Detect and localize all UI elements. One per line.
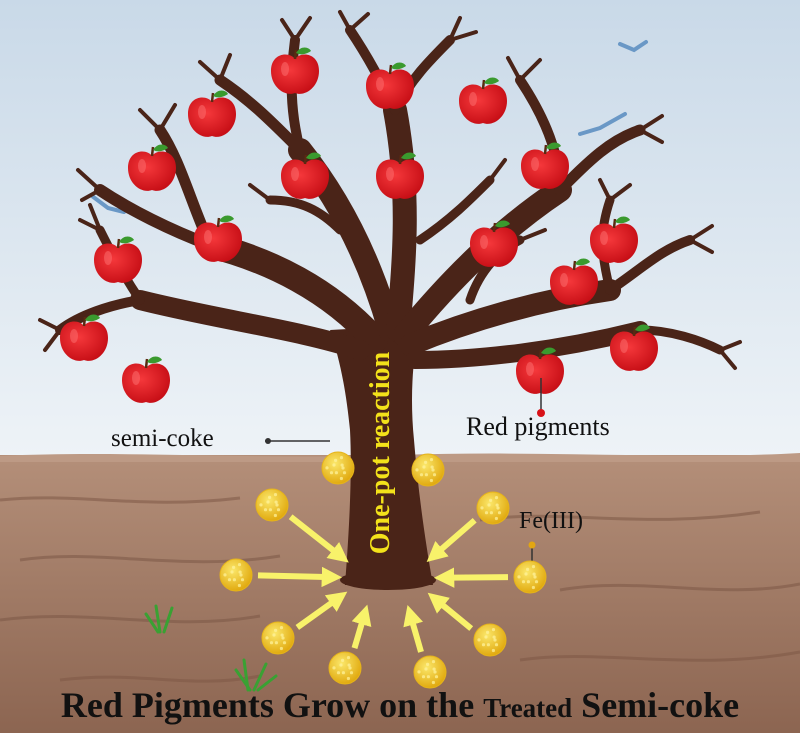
apple-icon [271, 47, 319, 94]
apple-icon [366, 62, 414, 109]
arrow-icon [351, 604, 372, 649]
arrow-icon [257, 566, 343, 588]
fe-particle-icon [321, 451, 355, 485]
arrow-icon [426, 517, 477, 563]
semi-coke-label: semi-coke [111, 425, 214, 452]
bird-icon [90, 40, 648, 214]
arrow-icon [403, 604, 424, 653]
arrow-icon-group [257, 514, 509, 653]
apple-icon [94, 236, 142, 283]
red-pigment-apples [60, 47, 658, 403]
fe-particle-icon [473, 623, 507, 657]
fe-particle-icon [219, 558, 253, 592]
arrow-icon [433, 567, 509, 588]
one-pot-reaction-text: One-pot reaction [365, 351, 396, 555]
soil-furrows [0, 496, 800, 683]
arrow-icon [295, 591, 348, 630]
title-part-1: Red Pigments Grow on the [60, 685, 475, 725]
apple-icon [516, 347, 564, 394]
apple-icon [60, 314, 108, 361]
fe-particle-icon [413, 655, 447, 689]
fe-particle-icon [411, 453, 445, 487]
grass-icon [144, 604, 278, 692]
fe-particle-icon [328, 651, 362, 685]
fe-particle-icon [476, 491, 510, 525]
apple-icon [521, 142, 569, 189]
apple-icon [610, 324, 658, 371]
figure-title: Red Pigments Grow on the Treated Semi-co… [0, 684, 800, 726]
apple-icon [590, 216, 638, 263]
title-part-3: Semi-coke [581, 685, 740, 725]
fe-particle-icon [261, 621, 295, 655]
apple-icon [550, 258, 598, 305]
apple-icon [459, 77, 507, 124]
arrow-icon [427, 592, 474, 631]
fe-particle-group [219, 451, 547, 689]
apple-icon [376, 152, 424, 199]
apple-icon [194, 215, 242, 262]
fe-particle-icon [513, 560, 547, 594]
apple-icon [122, 356, 170, 403]
apple-icon [128, 144, 176, 191]
fe-particle-icon [255, 488, 289, 522]
title-part-2: Treated [483, 693, 573, 723]
arrow-icon [288, 514, 349, 563]
apple-icon [281, 152, 329, 199]
fe-iii-label: Fe(III) [519, 508, 583, 534]
red-pigments-label: Red pigments [466, 412, 610, 441]
apple-icon [188, 90, 236, 137]
apple-icon [470, 220, 518, 267]
